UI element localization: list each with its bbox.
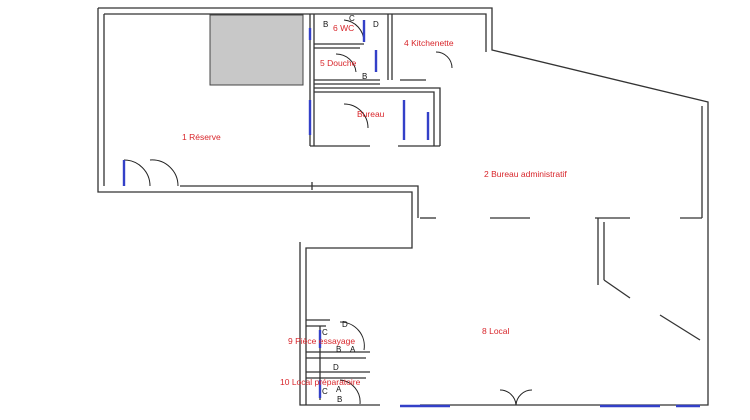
door-tag-prep-d: D	[333, 363, 339, 372]
door-tag-wc-c: C	[349, 14, 355, 23]
room-label-douche: 5 Douche	[320, 58, 357, 68]
windows	[308, 28, 700, 408]
door-tag-essayage-b: B	[336, 345, 341, 354]
room-label-reserve: 1 Réserve	[182, 132, 221, 142]
door-tag-essayage-d: D	[342, 320, 348, 329]
doors	[122, 19, 533, 406]
door-tag-wc-d: D	[373, 20, 379, 29]
door-tag-prep-a: A	[336, 385, 342, 394]
door-tag-essayage-c: C	[322, 328, 328, 337]
room-label-piece-essayage: 9 Pièce essayage	[288, 336, 355, 346]
technical-area	[209, 14, 304, 86]
room-label-wc: 6 WC	[333, 23, 354, 33]
door-tag-prep-c: C	[322, 387, 328, 396]
room-label-bureau-administratif: 2 Bureau administratif	[484, 169, 567, 179]
room-label-local: 8 Local	[482, 326, 510, 336]
door-tag-prep-b: B	[337, 395, 342, 404]
outer-walls	[97, 7, 709, 406]
room-label-bureau: Bureau	[357, 109, 385, 119]
room-label-local-preparatoire: 10 Local préparatoire	[280, 377, 361, 387]
interior-walls	[306, 14, 702, 400]
door-tag-essayage-a: A	[350, 345, 356, 354]
door-tag-wc-b: B	[323, 20, 328, 29]
room-label-kitchenette: 4 Kitchenette	[404, 38, 454, 48]
door-tag-douche-b: B	[362, 72, 367, 81]
